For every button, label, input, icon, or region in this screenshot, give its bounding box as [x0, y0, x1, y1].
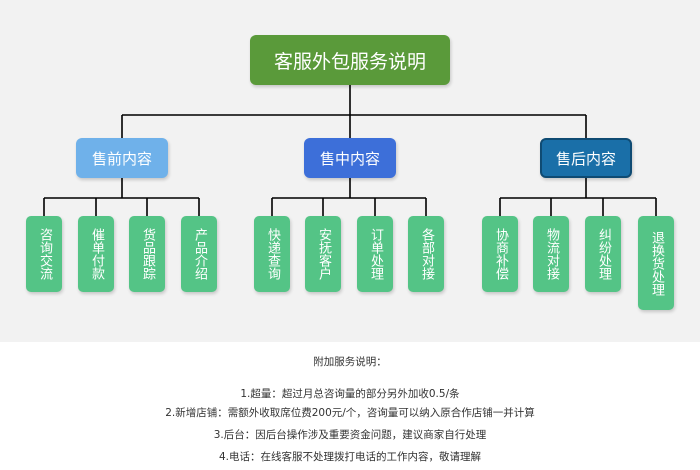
category-aftersale: 售后内容 [540, 138, 632, 178]
note-line: 3.后台：因后台操作涉及重要资金问题，建议商家自行处理 [213, 429, 487, 441]
leaf-node: 物流对接 [533, 216, 569, 292]
category-insale: 售中内容 [304, 138, 396, 178]
category-presale: 售前内容 [76, 138, 168, 178]
leaf-node: 催单付款 [78, 216, 114, 292]
leaf-node: 协商补偿 [482, 216, 518, 292]
note-line: 4.电话：在线客服不处理拨打电话的工作内容，敬请理解 [218, 451, 482, 463]
leaf-node: 咨询交流 [26, 216, 62, 292]
notes-title: 附加服务说明： [313, 356, 387, 368]
leaf-node: 安抚客户 [305, 216, 341, 292]
leaf-node: 快递查询 [254, 216, 290, 292]
connector-lines [43, 85, 657, 216]
leaf-node: 各部对接 [408, 216, 444, 292]
leaf-node: 订单处理 [357, 216, 393, 292]
root-node: 客服外包服务说明 [250, 35, 450, 85]
leaf-node: 产品介绍 [181, 216, 217, 292]
leaf-node: 货品跟踪 [129, 216, 165, 292]
note-line: 2.新增店铺：需额外收取席位费200元/个，咨询量可以纳入原合作店铺一并计算 [165, 407, 535, 419]
leaf-node: 退换货处理 [638, 216, 674, 310]
notes-section: 附加服务说明： 1.超量：超过月总咨询量的部分另外加收0.5/条 2.新增店铺：… [0, 342, 700, 470]
note-line: 1.超量：超过月总咨询量的部分另外加收0.5/条 [240, 388, 460, 400]
leaf-node: 纠纷处理 [585, 216, 621, 292]
